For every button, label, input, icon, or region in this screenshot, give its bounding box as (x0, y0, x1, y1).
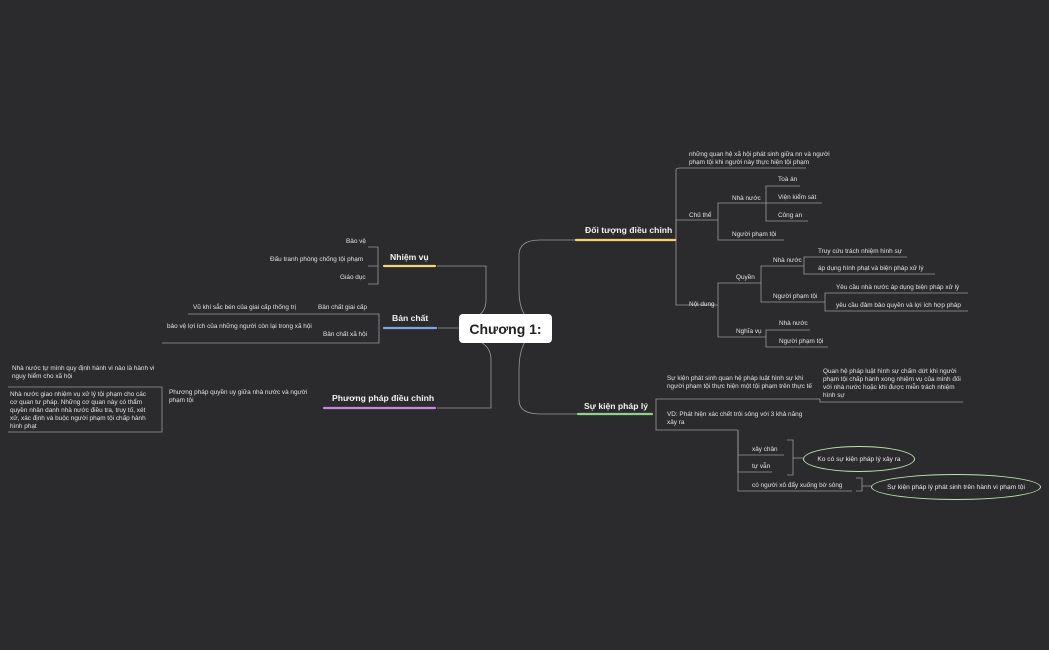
su-kien-def-end[interactable]: Quan hệ pháp luật hình sự chấm dứt khi n… (823, 368, 961, 399)
su-kien-vd[interactable]: VD: Phát hiện xác chết trôi sông với 3 k… (667, 411, 803, 426)
quyen-nha-nuoc[interactable]: Nhà nước (773, 257, 802, 264)
branch-nhiem-vu[interactable]: Nhiệm vụ (390, 252, 429, 262)
nghia-vu-nguoi-pham-toi[interactable]: Người phạm tội (779, 338, 824, 345)
truy-cuu-node[interactable]: Truy cứu trách nhiệm hình sự (818, 248, 902, 255)
yeu-cau-dam-bao-node[interactable]: yêu cầu đảm bảo quyền và lợi ích hợp phá… (836, 302, 961, 309)
branch-ban-chat[interactable]: Bản chất (392, 313, 429, 323)
phuong-phap-note-1[interactable]: Nhà nước tự mình quy định hành vi nào là… (12, 365, 155, 380)
su-kien-def[interactable]: Sự kiện phát sinh quan hệ pháp luật hình… (667, 375, 812, 390)
nghia-vu-node[interactable]: Nghĩa vụ (736, 328, 762, 335)
ko-co-su-kien-callout[interactable]: Ko có sự kiện pháp lý xảy ra (803, 446, 915, 472)
toa-an-node[interactable]: Toà án (778, 176, 798, 183)
phuong-phap-note-2[interactable]: Nhà nước giao nhiệm vụ xử lý tội phạm ch… (10, 391, 147, 430)
chu-the-node[interactable]: Chủ thể (689, 212, 712, 219)
ap-dung-node[interactable]: áp dụng hình phạt và biện pháp xử lý (818, 265, 924, 272)
giai-cap-desc[interactable]: Vũ khí sắc bén của giai cấp thống trị (193, 304, 297, 311)
quyen-node[interactable]: Quyền (736, 274, 755, 281)
noi-dung-node[interactable]: Nội dung (689, 301, 715, 308)
chu-the-nha-nuoc[interactable]: Nhà nước (732, 195, 761, 202)
dau-tranh-node[interactable]: Đấu tranh phòng chống tội phạm (270, 256, 364, 263)
branch-su-kien[interactable]: Sự kiện pháp lý (584, 401, 649, 411)
root-node[interactable]: Chương 1: (459, 314, 552, 343)
ban-chat-giai-cap[interactable]: Bản chất giai cấp (318, 304, 368, 311)
nghia-vu-nha-nuoc[interactable]: Nhà nước (779, 320, 808, 327)
yeu-cau-ap-dung-node[interactable]: Yêu cầu nhà nước áp dụng biện pháp xử lý (836, 284, 960, 291)
cong-an-node[interactable]: Công an (778, 212, 803, 219)
branch-doi-tuong[interactable]: Đối tượng điều chỉnh (585, 225, 673, 235)
phat-sinh-callout[interactable]: Sự kiện pháp lý phát sinh trên hành vi p… (871, 474, 1041, 500)
phuong-phap-desc[interactable]: Phương pháp quyền uy giữa nhà nước và ng… (169, 389, 308, 404)
tu-van-node[interactable]: tự vẫn (752, 463, 771, 470)
giao-duc-node[interactable]: Giáo dục (340, 274, 366, 281)
doi-tuong-desc[interactable]: những quan hệ xã hội phát sinh giữa nn v… (689, 151, 830, 166)
branch-phuong-phap[interactable]: Phương pháp điều chỉnh (332, 393, 435, 403)
xay-chan-node[interactable]: xây chân (752, 446, 778, 453)
quyen-nguoi-pham-toi[interactable]: Người phạm tội (773, 293, 818, 300)
vien-kiem-sat-node[interactable]: Viện kiểm sát (778, 194, 817, 201)
bao-ve-node[interactable]: Bảo vệ (346, 238, 366, 245)
xa-hoi-desc[interactable]: bảo vệ lợi ích của những người còn lại t… (167, 323, 312, 330)
co-nguoi-node[interactable]: có người xô đẩy xuống bờ sông (752, 482, 843, 489)
ban-chat-xa-hoi[interactable]: Bản chất xã hội (323, 331, 368, 338)
chu-the-nguoi-pham-toi[interactable]: Người phạm tội (732, 231, 777, 238)
